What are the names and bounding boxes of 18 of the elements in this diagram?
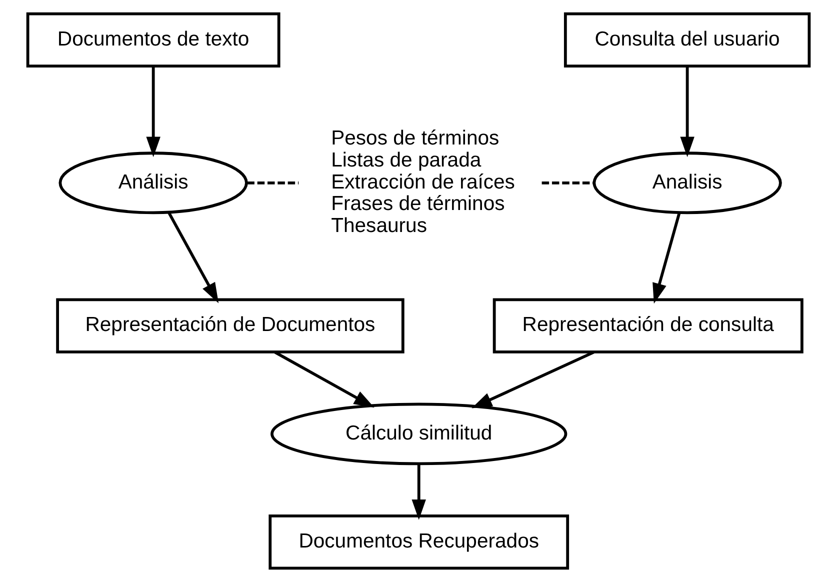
arrow: [412, 464, 426, 520]
arrow: [472, 350, 594, 408]
node-box: Consulta del usuario: [564, 12, 811, 68]
arrow: [168, 212, 219, 304]
node-box: Representación de Documentos: [56, 298, 404, 354]
connector: [247, 181, 299, 184]
arrow: [680, 66, 694, 158]
node-box: Representación de consulta: [492, 298, 804, 354]
node-ellipse: Analisis: [592, 152, 782, 214]
arrow: [652, 212, 681, 304]
node-box: Documentos Recuperados: [268, 514, 570, 570]
connector: [542, 181, 594, 184]
node-ellipse: Cálculo similitud: [270, 402, 568, 466]
node-box: Documentos de texto: [26, 12, 280, 68]
arrow: [274, 350, 374, 408]
arrow: [146, 66, 160, 158]
node-text: Pesos de términos Listas de parada Extracción de raíces Frases de términos Thesaurus: [331, 128, 515, 237]
node-ellipse: Análisis: [58, 152, 248, 214]
